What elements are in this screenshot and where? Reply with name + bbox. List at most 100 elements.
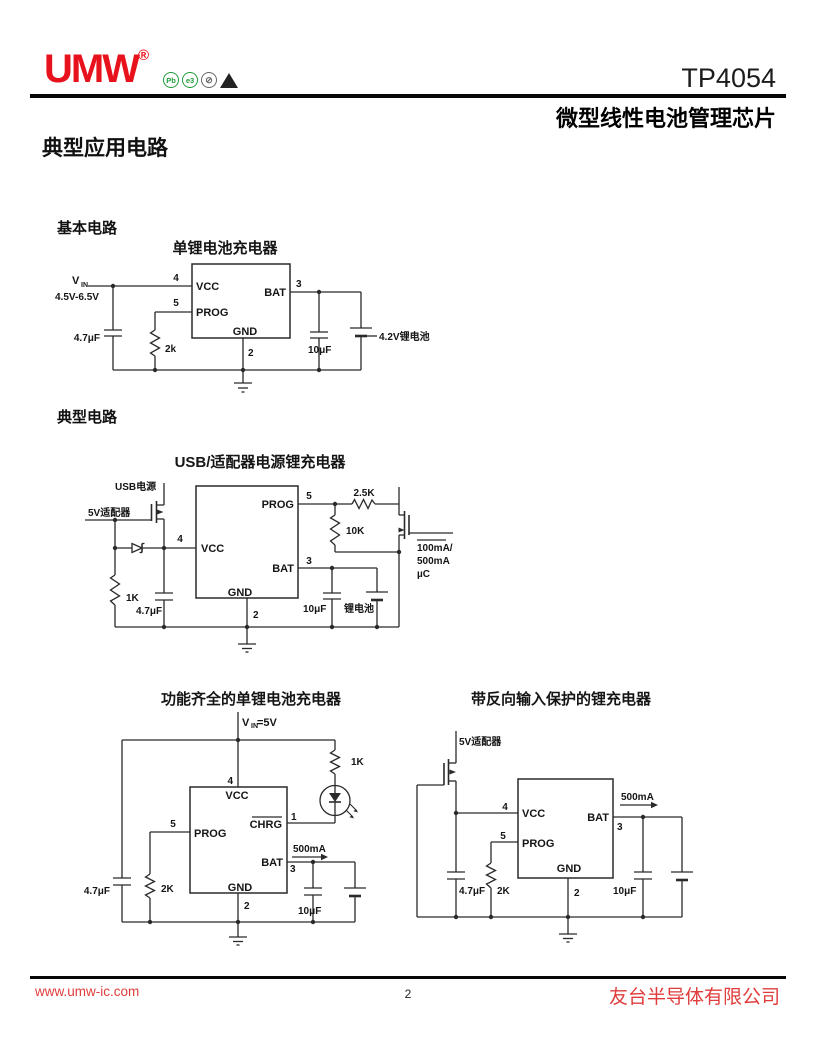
pin-label-prog: PROG — [196, 307, 228, 319]
current-100ma-label: 100mA/ — [417, 543, 453, 554]
wires — [121, 712, 356, 937]
pin-label-bat: BAT — [587, 812, 609, 824]
cin-value: 4.7μF — [84, 886, 110, 897]
capacitor-4.7uf — [104, 329, 122, 337]
e3-icon: e3 — [182, 72, 198, 88]
junction-dots — [453, 810, 646, 920]
pin-number-2: 2 — [253, 610, 259, 621]
pin-number-5: 5 — [173, 298, 179, 309]
ground-symbol — [229, 936, 247, 946]
battery-symbol — [671, 871, 693, 882]
battery-symbol — [350, 327, 372, 338]
rprog-value: 2k — [165, 344, 177, 355]
pin-number-4: 4 — [173, 273, 179, 284]
pin-label-vcc: VCC — [201, 543, 224, 555]
cout-value: 10μF — [298, 906, 321, 917]
cin-value: 4.7μF — [136, 606, 162, 617]
capacitor-10uf — [304, 887, 322, 896]
cout-value: 10μF — [613, 886, 636, 897]
pin-number-5: 5 — [306, 491, 312, 502]
junction-dots — [147, 737, 316, 925]
battery-symbol — [366, 591, 388, 602]
cout-value: 10μF — [308, 345, 331, 356]
battery-symbol — [344, 887, 366, 898]
adapter-label: 5V适配器 — [459, 735, 502, 748]
section-label-typical: 典型电路 — [57, 409, 118, 426]
pin-number-4: 4 — [227, 776, 233, 787]
usb-pmosfet — [150, 501, 164, 523]
wires — [416, 731, 683, 934]
part-number: TP4054 — [681, 63, 776, 93]
resistor-2k — [485, 862, 497, 889]
capacitor-4.7uf — [113, 877, 131, 886]
battery-label: 4.2V锂电池 — [379, 330, 430, 343]
registered-trademark-icon: ® — [137, 47, 150, 64]
r1k-value: 1K — [351, 757, 365, 768]
ic-box — [191, 263, 291, 339]
pin-number-4: 4 — [177, 534, 183, 545]
esd-warning-icon — [220, 72, 238, 88]
pin-label-bat: BAT — [261, 857, 283, 869]
ground-symbol — [234, 382, 252, 393]
vin-label: V — [72, 275, 80, 287]
pin-label-prog: PROG — [262, 499, 294, 511]
cin-value: 4.7μF — [74, 333, 100, 344]
rprog-value: 2K — [161, 884, 175, 895]
pin-number-5: 5 — [170, 819, 176, 830]
capacitor-4.7uf — [155, 592, 173, 601]
circuit-4-schematic: 带反向输入保护的锂充电器 — [416, 690, 693, 943]
r1k-value: 1K — [126, 593, 140, 604]
ground-symbol — [238, 643, 256, 653]
pin-number-2: 2 — [248, 348, 254, 359]
ic-box — [189, 786, 288, 894]
pin-label-vcc: VCC — [522, 808, 545, 820]
resistor-1k — [329, 749, 341, 775]
pin-label-prog: PROG — [522, 838, 554, 850]
ic-box — [517, 778, 614, 879]
capacitor-10uf — [310, 331, 328, 339]
charge-led — [319, 784, 359, 819]
current-arrow — [292, 853, 328, 861]
page-number: 2 — [404, 987, 412, 1001]
pin-label-bat: BAT — [272, 563, 294, 575]
resistor-2k — [144, 873, 156, 899]
circuit-1-title: 单锂电池充电器 — [172, 239, 278, 257]
pin-number-2: 2 — [574, 888, 580, 899]
pin-number-2: 2 — [244, 901, 250, 912]
compliance-icons: Pb e3 ⊘ — [163, 72, 238, 88]
junction-dots — [110, 283, 322, 373]
pin-label-gnd: GND — [557, 863, 582, 875]
current-label: 500mA — [621, 792, 654, 803]
usb-power-label: USB电源 — [115, 480, 156, 493]
resistor-10k — [329, 514, 341, 546]
circuit-3-title: 功能齐全的单锂电池充电器 — [161, 690, 342, 708]
circuit-3-schematic: 功能齐全的单锂电池充电器 — [84, 690, 366, 946]
section-label-basic: 基本电路 — [57, 220, 118, 237]
header-rule — [30, 94, 786, 98]
pin-number-4: 4 — [502, 802, 508, 813]
pin-number-5: 5 — [500, 831, 506, 842]
cout-value: 10μF — [303, 604, 326, 615]
vin-subscript: IN — [81, 282, 88, 289]
current-500ma-label: 500mA — [417, 556, 450, 567]
capacitor-10uf — [323, 592, 341, 600]
resistor-2.5k — [351, 498, 376, 510]
resistor-2k — [149, 329, 161, 357]
schottky-diode — [131, 542, 145, 554]
footer-website: www.umw-ic.com — [35, 984, 140, 999]
pin-label-vcc: VCC — [196, 281, 219, 293]
pin-label-bat: BAT — [264, 287, 286, 299]
vin-label: V — [242, 717, 250, 729]
rprog-value: 2K — [497, 886, 511, 897]
pb-free-icon: Pb — [163, 72, 179, 88]
circuit-2-title: USB/适配器电源锂充电器 — [175, 453, 347, 471]
umw-logo-text: UMW — [44, 47, 140, 91]
current-arrow — [620, 801, 658, 809]
pin-number-3: 3 — [617, 822, 623, 833]
adapter-label: 5V适配器 — [88, 506, 131, 519]
uc-label: µC — [417, 569, 430, 580]
chip-subtitle: 微型线性电池管理芯片 — [555, 106, 776, 131]
footer-rule — [30, 976, 786, 979]
pin-number-3: 3 — [306, 556, 312, 567]
circuit-2-schematic: USB/适配器电源锂充电器 — [85, 453, 453, 653]
